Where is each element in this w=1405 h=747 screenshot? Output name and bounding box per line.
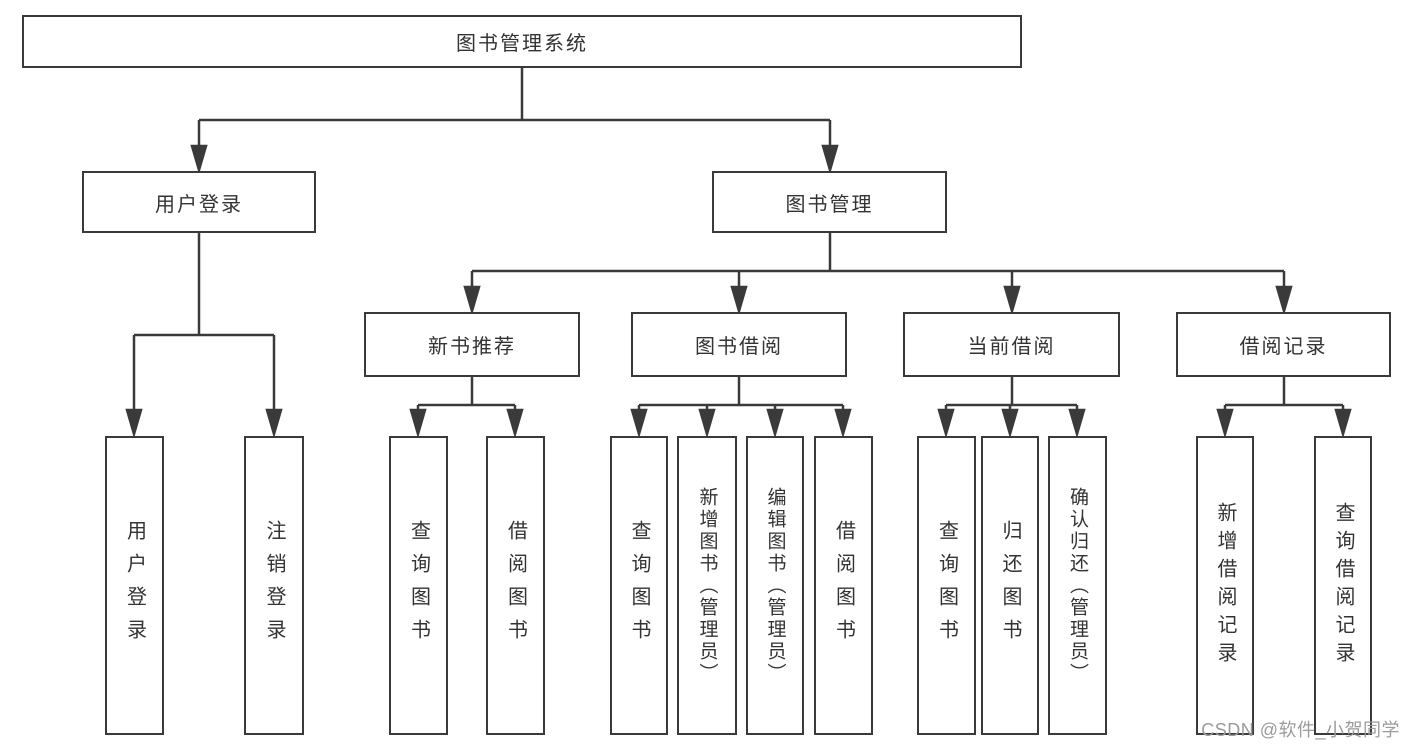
node-label: 借阅图书 bbox=[832, 519, 855, 652]
leaf-edit-book-admin: 编辑图书（管理员） bbox=[746, 436, 804, 735]
node-new-book-recommend: 新书推荐 bbox=[364, 312, 580, 377]
connector-book-borrow bbox=[630, 377, 852, 439]
leaf-query-books-recommend: 查询图书 bbox=[389, 436, 448, 735]
node-label: 借阅图书 bbox=[504, 519, 527, 652]
node-label: 编辑图书（管理员） bbox=[764, 486, 786, 685]
arrowhead-icon bbox=[190, 144, 208, 175]
arrowhead-icon bbox=[834, 408, 852, 439]
csdn-watermark: CSDN @软件_小贺同学 bbox=[1201, 720, 1400, 740]
arrowhead-icon bbox=[1334, 408, 1352, 439]
connector-root bbox=[190, 68, 839, 175]
leaf-query-books-borrow: 查询图书 bbox=[610, 436, 668, 735]
leaf-return-book: 归还图书 bbox=[981, 436, 1039, 735]
node-current-borrow: 当前借阅 bbox=[903, 312, 1120, 377]
arrowhead-icon bbox=[1068, 408, 1086, 439]
leaf-user-login: 用户登录 bbox=[105, 436, 164, 735]
node-label: 查询借阅记录 bbox=[1332, 501, 1354, 670]
node-label: 当前借阅 bbox=[967, 336, 1056, 358]
leaf-add-borrow-record: 新增借阅记录 bbox=[1196, 436, 1254, 735]
arrowhead-icon bbox=[730, 285, 748, 316]
arrowhead-icon bbox=[506, 408, 524, 439]
leaf-borrow-books: 借阅图书 bbox=[814, 436, 873, 735]
node-user-login: 用户登录 bbox=[82, 171, 316, 233]
connector-new-book-recommend bbox=[409, 377, 524, 439]
node-label: 图书管理系统 bbox=[456, 33, 588, 55]
node-label: 注销登录 bbox=[263, 519, 285, 652]
connector-borrow-records bbox=[1216, 377, 1352, 439]
node-label: 查询图书 bbox=[628, 519, 650, 652]
arrowhead-icon bbox=[1216, 408, 1234, 439]
node-book-borrow: 图书借阅 bbox=[631, 312, 847, 377]
leaf-add-book-admin: 新增图书（管理员） bbox=[677, 436, 737, 735]
leaf-confirm-return-admin: 确认归还（管理员） bbox=[1048, 436, 1107, 735]
node-book-management: 图书管理 bbox=[712, 171, 947, 233]
arrowhead-icon bbox=[821, 144, 839, 175]
arrowhead-icon bbox=[698, 408, 716, 439]
arrowhead-icon bbox=[630, 408, 648, 439]
node-label: 查询图书 bbox=[935, 519, 958, 652]
leaf-query-borrow-record: 查询借阅记录 bbox=[1314, 436, 1372, 735]
node-library-management-system: 图书管理系统 bbox=[22, 15, 1022, 68]
arrowhead-icon bbox=[125, 408, 143, 439]
arrowhead-icon bbox=[265, 408, 283, 439]
node-label: 图书借阅 bbox=[695, 336, 783, 358]
node-label: 用户登录 bbox=[123, 519, 146, 652]
node-label: 用户登录 bbox=[155, 193, 243, 216]
node-label: 新书推荐 bbox=[428, 336, 516, 358]
node-borrow-records: 借阅记录 bbox=[1176, 312, 1391, 377]
node-label: 查询图书 bbox=[407, 519, 430, 652]
node-label: 新增借阅记录 bbox=[1214, 501, 1236, 670]
connector-book-management bbox=[463, 233, 1293, 316]
arrowhead-icon bbox=[937, 408, 955, 439]
arrowhead-icon bbox=[766, 408, 784, 439]
leaf-borrow-books-recommend: 借阅图书 bbox=[486, 436, 545, 735]
arrowhead-icon bbox=[463, 285, 481, 316]
connector-user-login bbox=[125, 233, 283, 439]
node-label: 确认归还（管理员） bbox=[1067, 486, 1088, 685]
arrowhead-icon bbox=[1001, 408, 1019, 439]
node-label: 图书管理 bbox=[785, 193, 874, 216]
arrowhead-icon bbox=[1003, 285, 1021, 316]
arrowhead-icon bbox=[1275, 285, 1293, 316]
leaf-logout: 注销登录 bbox=[244, 436, 304, 735]
arrowhead-icon bbox=[409, 408, 427, 439]
node-label: 归还图书 bbox=[999, 519, 1021, 652]
connector-current-borrow bbox=[937, 377, 1086, 439]
node-label: 借阅记录 bbox=[1239, 336, 1328, 358]
leaf-query-books-current: 查询图书 bbox=[917, 436, 976, 735]
node-label: 新增图书（管理员） bbox=[696, 486, 718, 685]
